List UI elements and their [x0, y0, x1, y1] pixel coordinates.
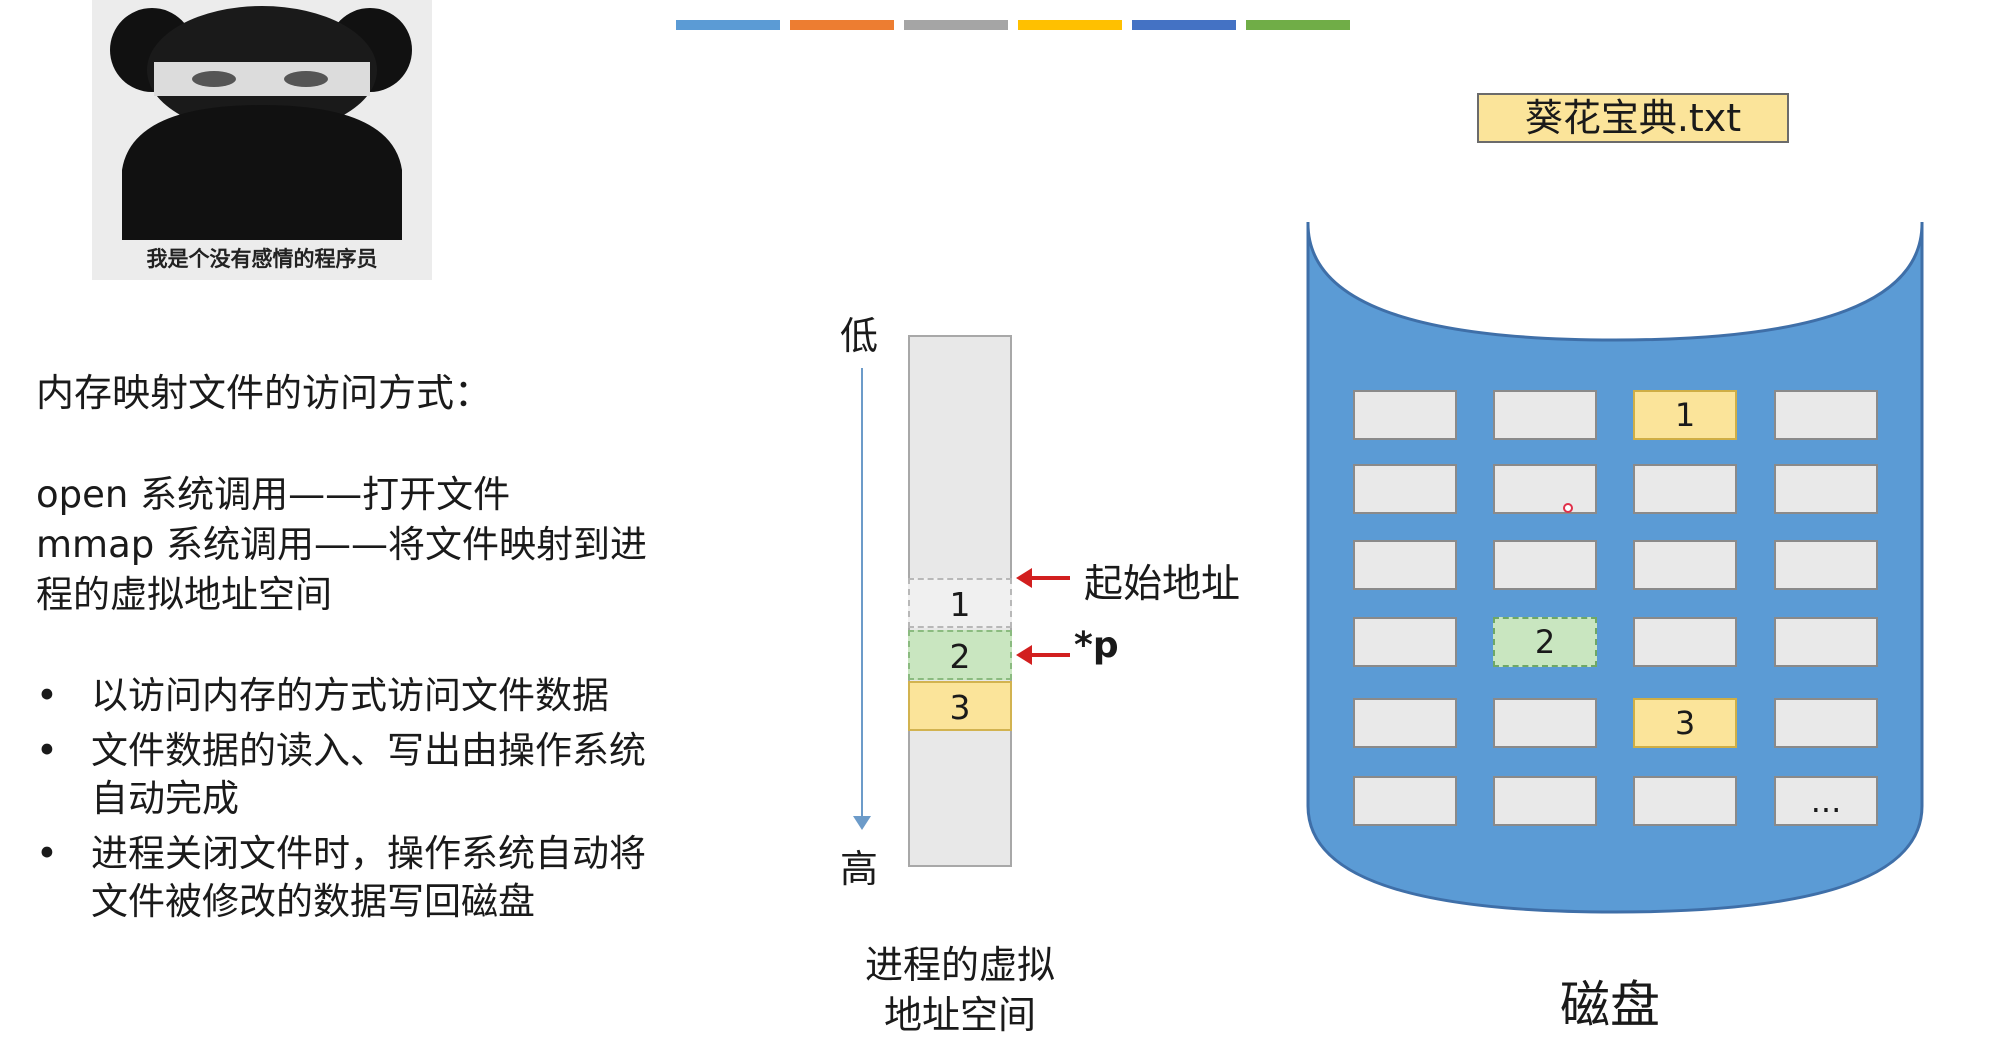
mmap-syscall-text: mmap 系统调用——将文件映射到进: [36, 523, 648, 566]
color-segment: [1018, 20, 1122, 30]
color-segment: [1132, 20, 1236, 30]
disk-block: [1774, 464, 1878, 514]
disk-block: [1353, 464, 1457, 514]
virtual-page-1: 1: [908, 578, 1012, 628]
disk-block: [1353, 776, 1457, 826]
address-direction-line: [861, 368, 863, 820]
left-arrow-icon: [1016, 568, 1070, 588]
color-segment: [904, 20, 1008, 30]
disk-block: [1774, 617, 1878, 667]
disk-block: [1774, 698, 1878, 748]
disk-block: [1353, 540, 1457, 590]
caption-line: 地址空间: [883, 993, 1036, 1037]
bullet-line: 文件被修改的数据写回磁盘: [91, 880, 535, 923]
bullet-line: 以访问内存的方式访问文件数据: [91, 674, 609, 717]
down-arrow-icon: [853, 816, 871, 830]
color-segment: [790, 20, 894, 30]
section-heading: 内存映射文件的访问方式：: [36, 371, 493, 415]
open-syscall-text: open 系统调用——打开文件: [36, 473, 511, 516]
disk-block: [1633, 540, 1737, 590]
disk-block: [1493, 540, 1597, 590]
virtual-page-3: 3: [908, 681, 1012, 731]
top-color-bar: [676, 20, 1350, 30]
disk-block: [1493, 390, 1597, 440]
disk-block: [1493, 464, 1597, 514]
feature-bullet-list: 以访问内存的方式访问文件数据 文件数据的读入、写出由操作系统 自动完成 进程关闭…: [36, 672, 756, 933]
cursor-dot-icon: [1563, 503, 1573, 513]
disk-block: [1633, 776, 1737, 826]
color-segment: [676, 20, 780, 30]
disk-caption: 磁盘: [1560, 976, 1660, 1034]
disk-block: [1633, 617, 1737, 667]
axis-low-label: 低: [840, 314, 879, 358]
bullet-item: 以访问内存的方式访问文件数据: [36, 672, 756, 720]
disk-block: [1774, 390, 1878, 440]
disk-block: 3: [1633, 698, 1737, 748]
bullet-line: 文件数据的读入、写出由操作系统: [91, 729, 646, 772]
disk-block: [1493, 776, 1597, 826]
disk-block: ...: [1774, 776, 1878, 826]
disk-block: [1493, 698, 1597, 748]
bullet-item: 进程关闭文件时，操作系统自动将 文件被修改的数据写回磁盘: [36, 830, 756, 926]
disk-block: [1774, 540, 1878, 590]
virtual-page-2: 2: [908, 630, 1012, 680]
disk-block: [1633, 464, 1737, 514]
start-address-label: 起始地址: [1084, 562, 1241, 607]
meme-image: 我是个没有感情的程序员: [92, 0, 432, 280]
mmap-syscall-text-cont: 程的虚拟地址空间: [36, 573, 332, 616]
left-arrow-icon: [1016, 645, 1070, 665]
disk-block: 1: [1633, 390, 1737, 440]
masked-face-icon: [110, 6, 412, 240]
disk-block: [1353, 698, 1457, 748]
disk-cylinder-icon: [1306, 221, 1924, 914]
bullet-item: 文件数据的读入、写出由操作系统 自动完成: [36, 727, 756, 823]
bullet-line: 进程关闭文件时，操作系统自动将: [91, 832, 646, 875]
caption-line: 进程的虚拟: [864, 943, 1055, 987]
disk-block: [1353, 617, 1457, 667]
axis-high-label: 高: [840, 847, 879, 891]
disk-block: [1353, 390, 1457, 440]
file-name-label: 葵花宝典.txt: [1477, 93, 1789, 143]
virtual-space-caption: 进程的虚拟 地址空间: [830, 940, 1090, 1040]
bullet-line: 自动完成: [91, 777, 239, 820]
meme-caption: 我是个没有感情的程序员: [146, 247, 378, 271]
disk-block: 2: [1493, 617, 1597, 667]
pointer-label: *p: [1074, 625, 1119, 666]
color-segment: [1246, 20, 1350, 30]
